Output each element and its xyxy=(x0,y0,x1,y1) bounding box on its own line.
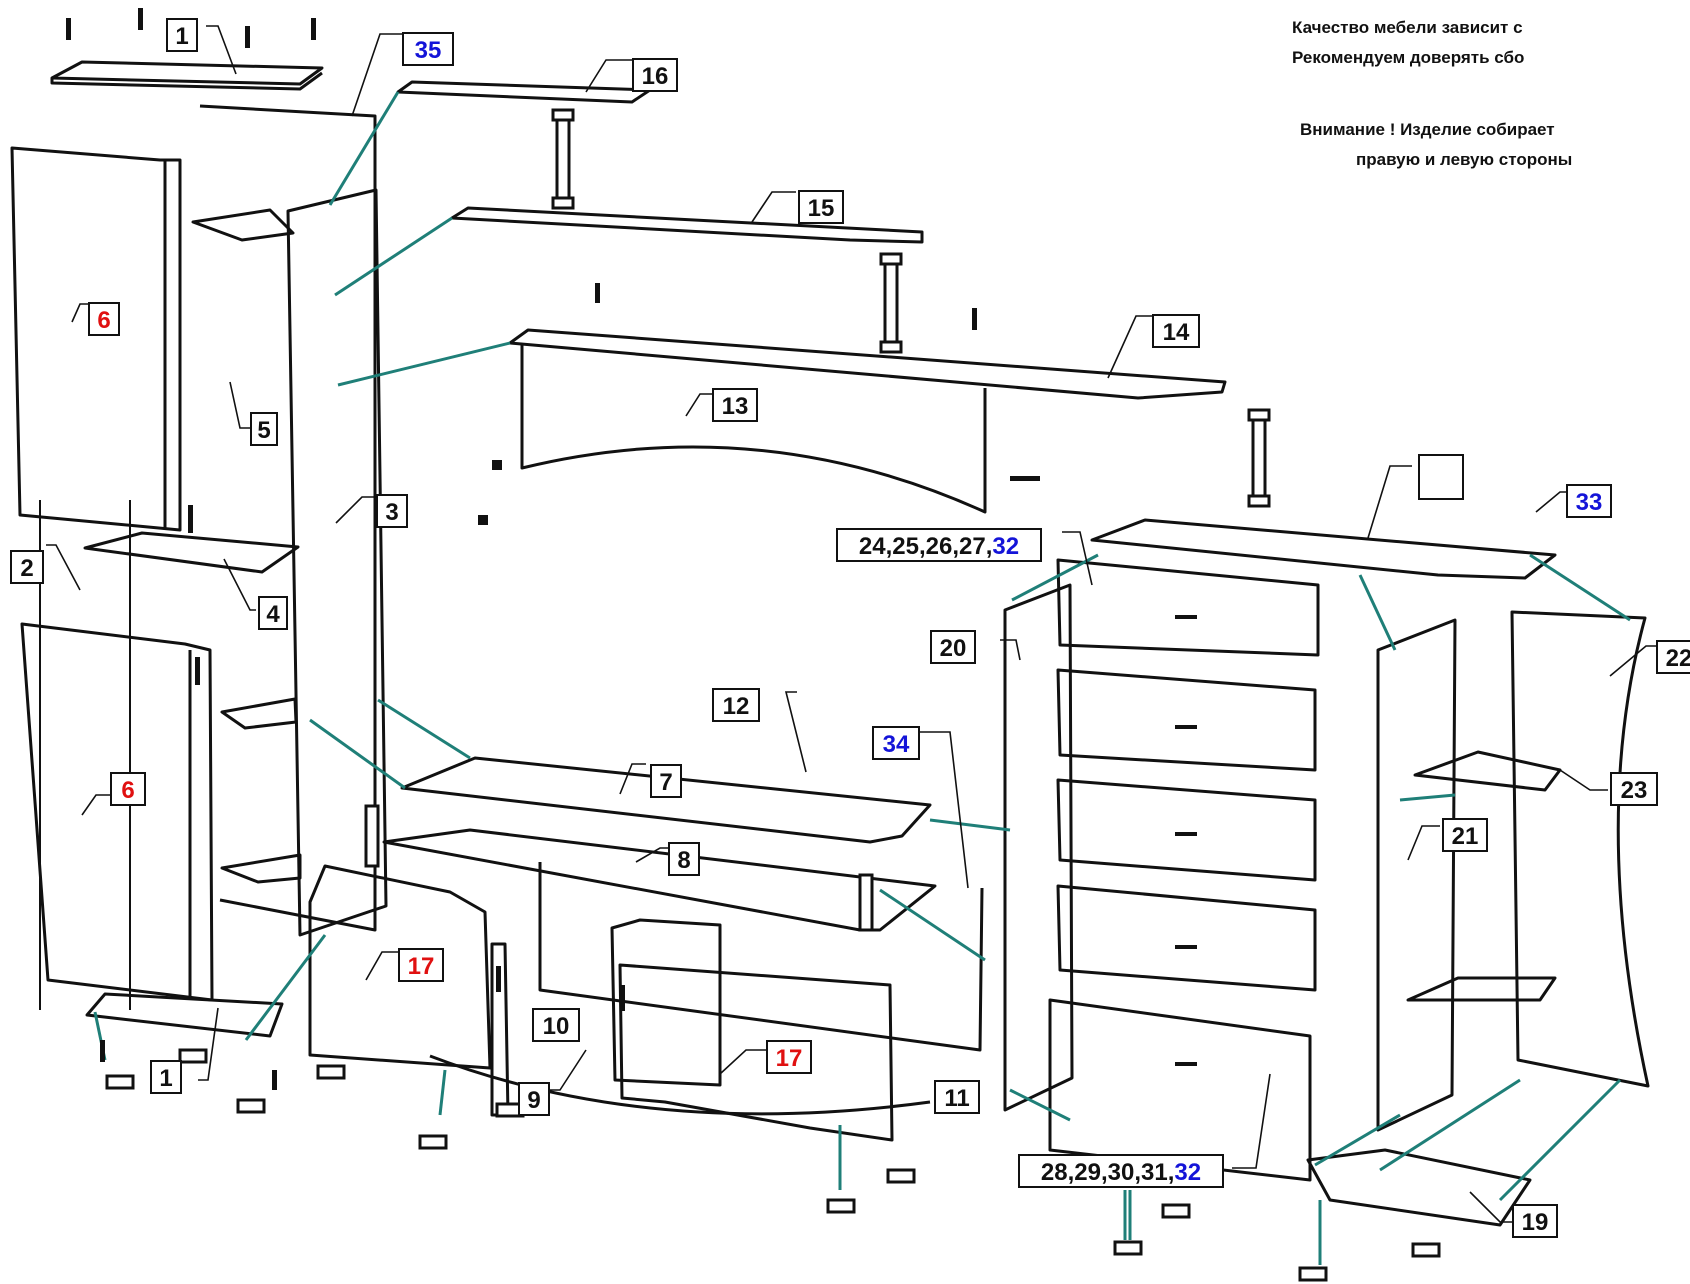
quality-note-line-2: Рекомендуем доверять сбо xyxy=(1292,48,1525,67)
part-label-2: 2 xyxy=(10,550,44,584)
stand-top-7 xyxy=(400,756,932,844)
warning-note-line-2: правую и левую стороны xyxy=(1356,150,1573,169)
shelf-16 xyxy=(396,80,652,104)
stand-bottom-9 xyxy=(429,1054,931,1116)
part-label-8: 8 xyxy=(668,842,700,876)
drawers-bottom-32: 32 xyxy=(1174,1159,1202,1186)
part-label-14: 14 xyxy=(1152,314,1200,348)
part-label-5: 5 xyxy=(250,412,278,446)
part-label-3: 3 xyxy=(376,494,408,528)
part-label-23: 23 xyxy=(1610,772,1658,806)
part-label-33: 33 xyxy=(1566,484,1612,518)
part-label-17-left: 17 xyxy=(398,948,444,982)
bottom-panel-1 xyxy=(85,992,284,1038)
shelf-14 xyxy=(508,328,1227,400)
stand-right-door-17 xyxy=(618,963,894,1142)
top-panel-1 xyxy=(50,60,324,86)
left-cabinet xyxy=(10,60,388,1038)
quality-note-line-1: Качество мебели зависит с xyxy=(1292,18,1523,37)
drawers-top-numbers: 24,25,26,27, xyxy=(858,533,993,560)
part-label-6-top: 6 xyxy=(88,302,120,336)
stand-left-door-17 xyxy=(308,864,492,1070)
part-label-9: 9 xyxy=(518,1082,550,1116)
part-label-34: 34 xyxy=(872,726,920,760)
side-panel-3 xyxy=(286,188,388,937)
part-label-22: 22 xyxy=(1656,640,1690,674)
part-label-4: 4 xyxy=(258,596,288,630)
chest-side-20 xyxy=(1003,583,1074,1112)
part-label-20: 20 xyxy=(930,630,976,664)
lower-door-6 xyxy=(20,622,214,1002)
shelf-4 xyxy=(83,531,300,574)
part-label-17-right: 17 xyxy=(766,1040,812,1074)
part-label-12: 12 xyxy=(712,688,760,722)
drawers-bottom-numbers: 28,29,30,31, xyxy=(1040,1159,1175,1186)
shelf-15 xyxy=(450,206,924,244)
chest-side-21 xyxy=(1376,618,1457,1132)
part-label-6-bottom: 6 xyxy=(110,772,146,806)
part-label-11: 11 xyxy=(934,1080,980,1114)
stand-back-12 xyxy=(538,862,984,1052)
part-label-35: 35 xyxy=(402,32,454,66)
part-label-19: 19 xyxy=(1512,1204,1558,1238)
curved-side-22 xyxy=(1510,610,1650,1088)
back-panel-13 xyxy=(520,344,987,514)
warning-note-line-1: Внимание ! Изделие собирает xyxy=(1300,120,1555,139)
part-label-21: 21 xyxy=(1442,818,1488,852)
part-label-16: 16 xyxy=(632,58,678,92)
drawers-top-32: 32 xyxy=(992,533,1020,560)
part-label-15: 15 xyxy=(798,190,844,224)
corner-shelf-23 xyxy=(1413,750,1562,792)
part-label-7: 7 xyxy=(650,764,682,798)
chest-top xyxy=(1090,518,1557,580)
part-label-10: 10 xyxy=(532,1008,580,1042)
part-label-1-bottom: 1 xyxy=(150,1060,182,1094)
upper-door-6 xyxy=(10,146,182,532)
part-label-1-top: 1 xyxy=(166,18,198,52)
part-label-drawers-bottom: 28,29,30,31,32 xyxy=(1018,1154,1224,1188)
chest-bottom-19 xyxy=(1306,1148,1532,1227)
part-label-13: 13 xyxy=(712,388,758,422)
part-label-drawers-top: 24,25,26,27,32 xyxy=(836,528,1042,562)
part-label-empty xyxy=(1418,454,1464,500)
drawers xyxy=(1048,558,1320,1182)
stand-shelf-8 xyxy=(382,828,937,932)
